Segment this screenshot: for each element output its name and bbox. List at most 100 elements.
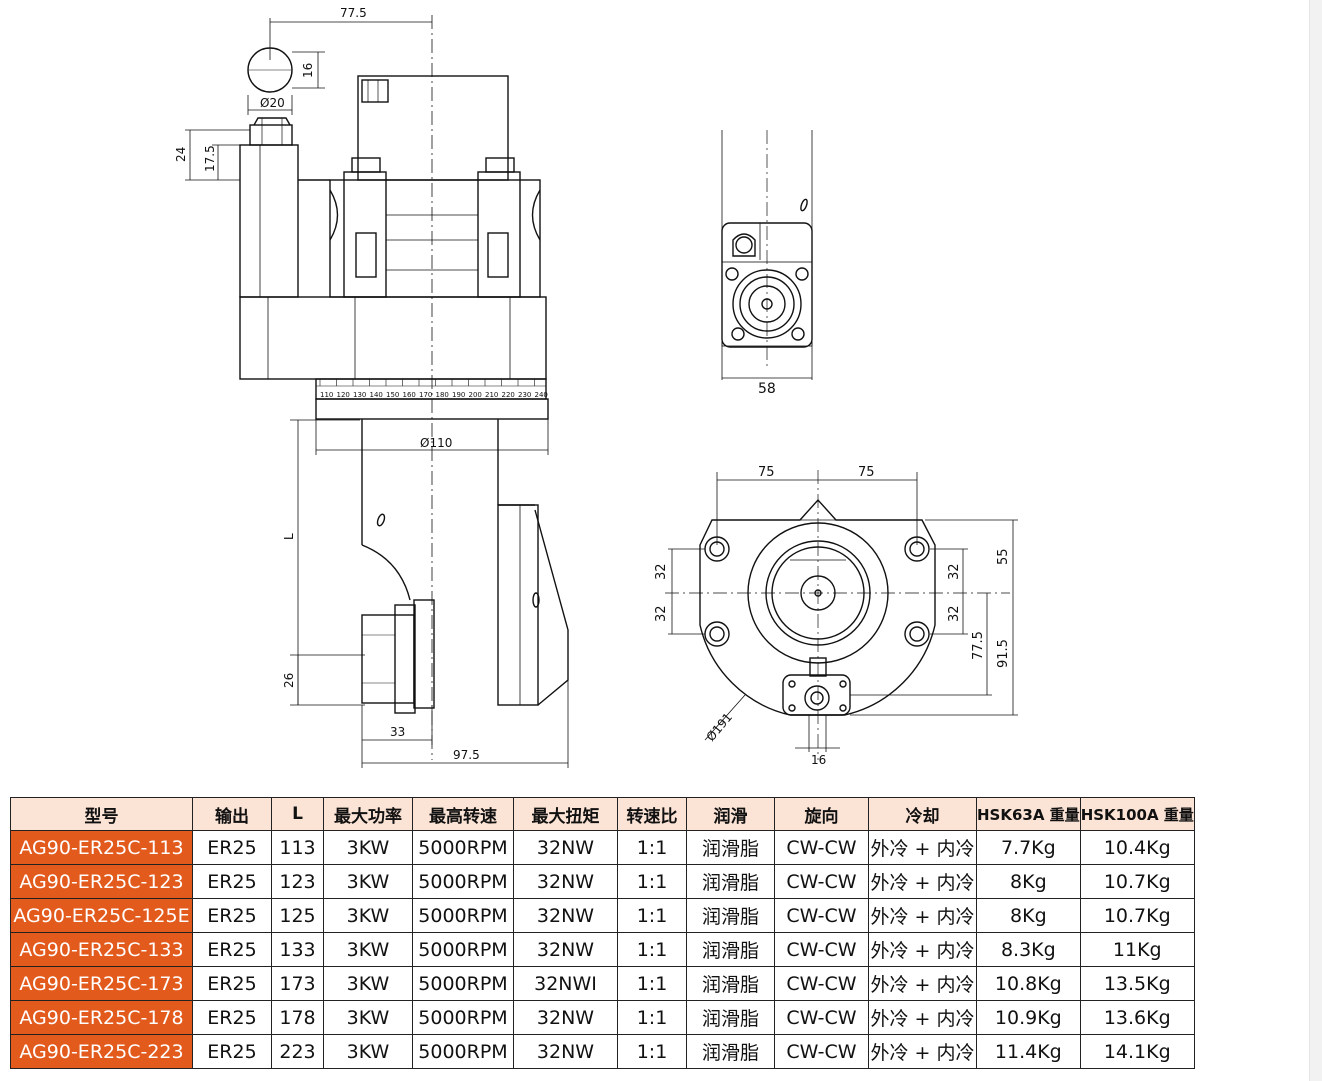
- dim-flange-diameter: Ø110: [420, 436, 452, 450]
- table-cell: 3KW: [323, 966, 413, 1001]
- scale-label: 170: [419, 391, 432, 399]
- table-cell: 1:1: [617, 864, 687, 899]
- table-cell: ER25: [192, 932, 272, 967]
- scale-label: 230: [518, 391, 531, 399]
- scale-label: 210: [485, 391, 498, 399]
- table-cell: 13.5Kg: [1079, 966, 1195, 1001]
- table-cell: 5000RPM: [412, 966, 514, 1001]
- table-cell: 8Kg: [976, 898, 1081, 933]
- scale-label: 160: [403, 391, 416, 399]
- model-cell: AG90-ER25C-173: [10, 966, 193, 1001]
- table-cell: 8Kg: [976, 864, 1081, 899]
- header-lubrication: 润滑: [686, 797, 775, 831]
- table-cell: 5000RPM: [412, 1000, 514, 1035]
- header-max-speed: 最高转速: [412, 797, 514, 831]
- table-cell: 润滑脂: [686, 932, 775, 967]
- header-L: L: [271, 797, 324, 831]
- table-cell: 7.7Kg: [976, 830, 1081, 865]
- dim-77-5: 77.5: [971, 631, 986, 660]
- dim-left-17-5: 17.5: [203, 145, 217, 172]
- model-cell: AG90-ER25C-223: [10, 1034, 193, 1069]
- dim-right-32-top: 32: [947, 563, 962, 580]
- scale-label: 140: [370, 391, 383, 399]
- table-cell: 外冷 + 内冷: [868, 830, 977, 865]
- scale-label: 130: [353, 391, 366, 399]
- table-cell: 10.8Kg: [976, 966, 1081, 1001]
- table-cell: 外冷 + 内冷: [868, 898, 977, 933]
- header-max-power: 最大功率: [323, 797, 413, 831]
- header-rotation: 旋向: [774, 797, 869, 831]
- table-cell: CW-CW: [774, 864, 869, 899]
- header-cooling: 冷却: [868, 797, 977, 831]
- table-cell: CW-CW: [774, 830, 869, 865]
- table-cell: 5000RPM: [412, 864, 514, 899]
- table-cell: 1:1: [617, 966, 687, 1001]
- scale-label: 180: [436, 391, 449, 399]
- table-cell: 3KW: [323, 898, 413, 933]
- table-cell: 1:1: [617, 830, 687, 865]
- table-cell: 32NW: [513, 898, 618, 933]
- table-cell: ER25: [192, 830, 272, 865]
- dim-bottom-right-75: 75: [858, 465, 875, 480]
- table-cell: 5000RPM: [412, 898, 514, 933]
- table-cell: 10.4Kg: [1079, 830, 1195, 865]
- table-cell: 123: [271, 864, 324, 899]
- dim-191: Ø191: [704, 710, 736, 744]
- model-cell: AG90-ER25C-113: [10, 830, 193, 865]
- table-cell: 3KW: [323, 830, 413, 865]
- dim-left-24: 24: [174, 147, 188, 162]
- dim-bottom-left-75: 75: [758, 465, 775, 480]
- spec-table: 型号 输出 L 最大功率 最高转速 最大扭矩 转速比 润滑 旋向 冷却 HSK6…: [10, 797, 1195, 1069]
- table-cell: 润滑脂: [686, 898, 775, 933]
- table-cell: 173: [271, 966, 324, 1001]
- dim-L: L: [282, 533, 296, 540]
- scale-label: 150: [386, 391, 399, 399]
- table-cell: ER25: [192, 1000, 272, 1035]
- dim-26: 26: [282, 673, 296, 688]
- scale-label: 200: [469, 391, 482, 399]
- table-cell: 8.3Kg: [976, 932, 1081, 967]
- header-hsk100a-weight: HSK100A 重量: [1079, 797, 1195, 831]
- table-cell: 外冷 + 内冷: [868, 1000, 977, 1035]
- table-cell: 10.7Kg: [1079, 898, 1195, 933]
- dim-33: 33: [390, 725, 405, 739]
- table-cell: 3KW: [323, 1034, 413, 1069]
- table-cell: 1:1: [617, 1000, 687, 1035]
- table-cell: 32NW: [513, 864, 618, 899]
- table-cell: 外冷 + 内冷: [868, 932, 977, 967]
- dim-knob-height: 16: [301, 63, 315, 78]
- table-cell: ER25: [192, 966, 272, 1001]
- model-cell: AG90-ER25C-178: [10, 1000, 193, 1035]
- dim-16: 16: [811, 753, 826, 767]
- table-cell: 润滑脂: [686, 966, 775, 1001]
- table-cell: 10.7Kg: [1079, 864, 1195, 899]
- table-cell: 5000RPM: [412, 932, 514, 967]
- table-cell: 32NW: [513, 1000, 618, 1035]
- scale-label: 120: [337, 391, 350, 399]
- scale-label: 110: [320, 391, 333, 399]
- header-max-torque: 最大扭矩: [513, 797, 618, 831]
- table-cell: 润滑脂: [686, 830, 775, 865]
- table-cell: 润滑脂: [686, 1000, 775, 1035]
- table-header-row: 型号 输出 L 最大功率 最高转速 最大扭矩 转速比 润滑 旋向 冷却 HSK6…: [10, 797, 1195, 831]
- table-cell: 5000RPM: [412, 1034, 514, 1069]
- table-cell: ER25: [192, 864, 272, 899]
- table-cell: 外冷 + 内冷: [868, 966, 977, 1001]
- table-cell: CW-CW: [774, 1000, 869, 1035]
- table-cell: 5000RPM: [412, 830, 514, 865]
- table-cell: 1:1: [617, 898, 687, 933]
- table-cell: 润滑脂: [686, 864, 775, 899]
- table-cell: 1:1: [617, 1034, 687, 1069]
- model-cell: AG90-ER25C-133: [10, 932, 193, 967]
- table-cell: 11.4Kg: [976, 1034, 1081, 1069]
- dim-91-5: 91.5: [996, 639, 1011, 668]
- vertical-scrollbar[interactable]: [1309, 0, 1322, 1081]
- header-model: 型号: [10, 797, 193, 831]
- table-cell: 润滑脂: [686, 1034, 775, 1069]
